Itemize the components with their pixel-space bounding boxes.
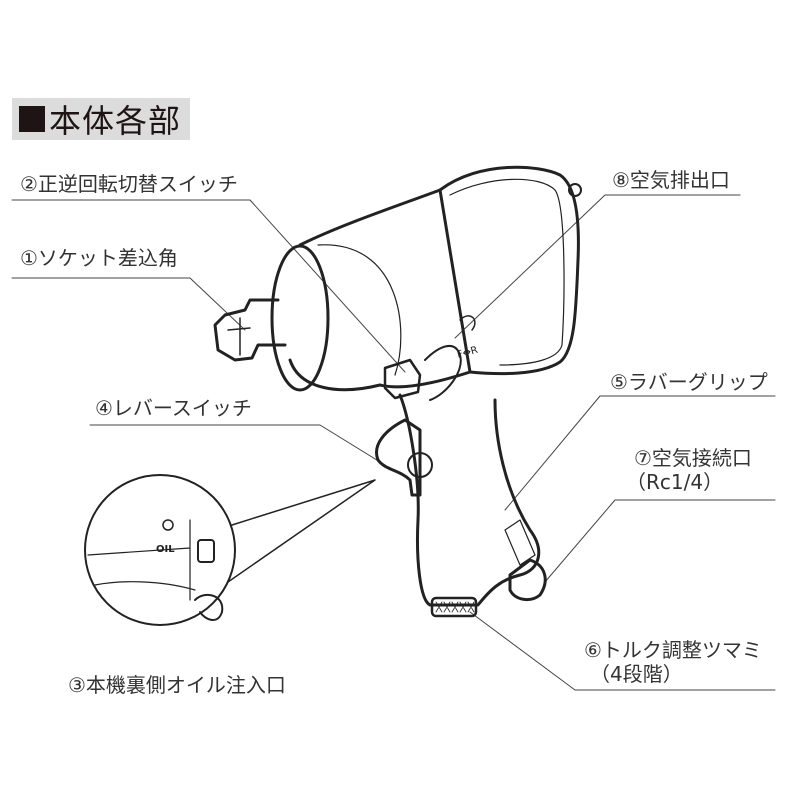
oil-marking: OIL <box>156 544 175 555</box>
rear-housing <box>438 165 580 376</box>
label-direction-switch: ②正逆回転切替スイッチ <box>20 172 238 196</box>
inset-pointer <box>227 479 376 583</box>
torque-knob-knurling <box>435 601 475 613</box>
grip-emblem <box>504 519 536 566</box>
section-title-text: 本体各部 <box>49 102 182 140</box>
direction-switch-guard <box>424 345 462 401</box>
leader-socket <box>11 277 246 331</box>
leader-rubber-grip <box>504 395 776 511</box>
oil-inlet-inset <box>84 474 236 626</box>
anvil-detail <box>227 317 251 356</box>
label-lever-switch: ④レバースイッチ <box>95 396 252 420</box>
air-inlet-fitting <box>508 558 547 602</box>
label-oil-inlet: ③本機裏側オイル注入口 <box>68 673 286 697</box>
square-bullet-icon <box>19 106 45 132</box>
rubber-grip-handle <box>398 393 541 607</box>
inset-fitting <box>197 539 215 563</box>
label-air-inlet-size: （Rc1/4） <box>626 470 724 494</box>
hammer-case <box>288 188 472 392</box>
air-exhaust-vent <box>459 315 476 331</box>
direction-switch <box>383 358 422 400</box>
leader-air-exhaust <box>454 194 741 339</box>
leader-torque-knob <box>469 611 776 691</box>
direction-marking: F↔R <box>456 345 479 361</box>
label-rubber-grip: ⑤ラバーグリップ <box>610 370 768 394</box>
label-socket: ①ソケット差込角 <box>20 246 178 270</box>
label-torque-knob: ⑥トルク調整ツマミ <box>584 638 762 662</box>
hammer-case-front <box>270 244 330 392</box>
hammer-case-contour <box>317 244 402 376</box>
rear-cap <box>568 183 582 197</box>
torque-knob <box>430 596 478 618</box>
anvil <box>213 298 287 362</box>
oil-port-icon <box>162 519 174 531</box>
leader-lines <box>11 194 776 691</box>
section-title: 本体各部 <box>12 98 190 140</box>
lever-pivot <box>407 452 433 478</box>
rear-housing-inner <box>449 178 565 366</box>
label-torque-knob-steps: （4段階） <box>590 662 683 686</box>
inset-lever <box>194 593 224 621</box>
leader-air-inlet <box>544 499 776 583</box>
inset-body-lines <box>87 519 196 601</box>
leader-lever-switch <box>89 424 386 466</box>
lever-switch <box>375 418 422 497</box>
leader-direction-switch <box>11 199 406 373</box>
label-air-inlet: ⑦空気接続口 <box>634 446 752 470</box>
label-air-exhaust: ⑧空気排出口 <box>612 168 730 192</box>
